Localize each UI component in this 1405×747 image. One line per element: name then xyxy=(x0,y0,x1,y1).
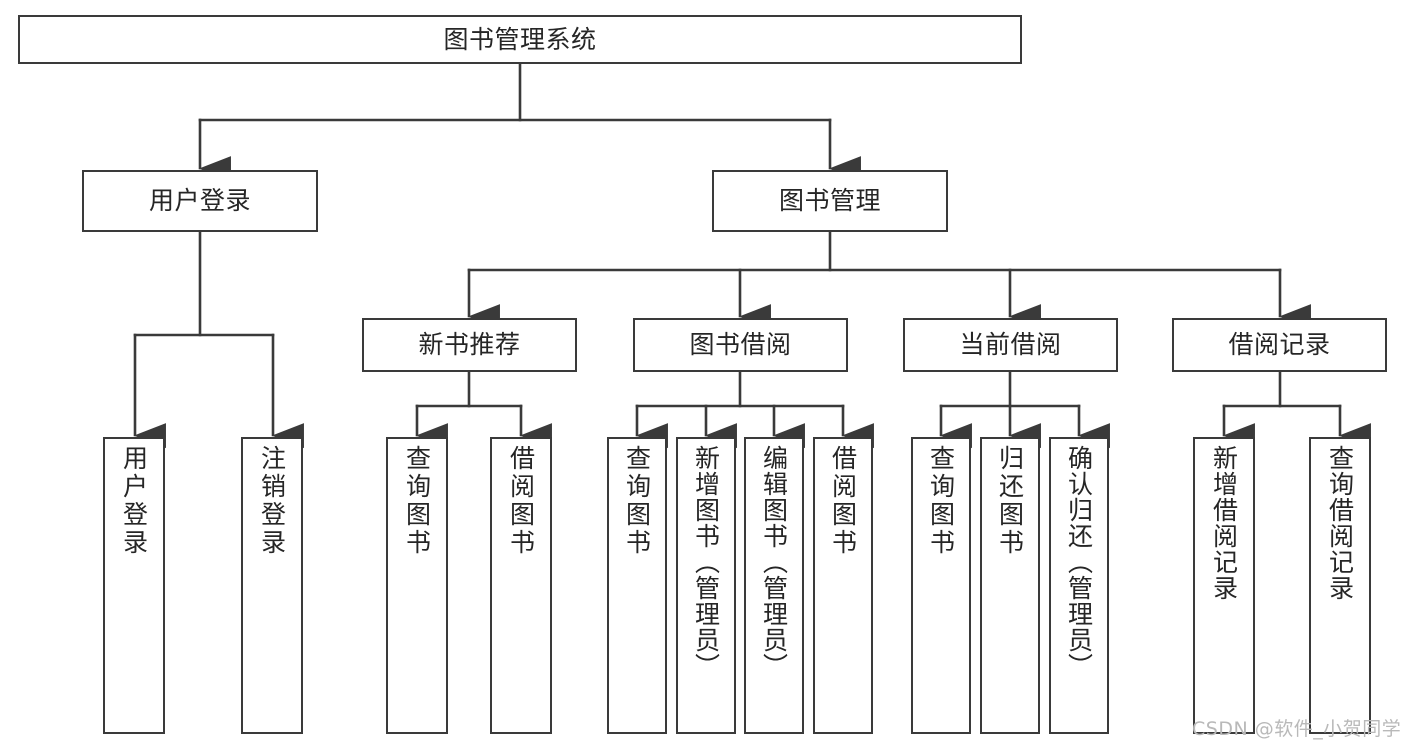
leaf-query-borrow-record[interactable]: 查询借阅记录 xyxy=(1309,437,1371,734)
leaf-user-login[interactable]: 用户登录 xyxy=(103,437,165,734)
node-label: 查询图书 xyxy=(402,445,432,557)
node-current-borrow[interactable]: 当前借阅 xyxy=(903,318,1118,372)
node-label: 查询借阅记录 xyxy=(1325,445,1355,601)
node-label: 归还图书 xyxy=(995,445,1025,557)
leaf-confirm-return-admin[interactable]: 确认归还（管理员） xyxy=(1049,437,1109,734)
node-label: 图书借阅 xyxy=(689,330,792,360)
node-label: 用户登录 xyxy=(148,186,251,216)
leaf-query-book-borrow[interactable]: 查询图书 xyxy=(607,437,667,734)
node-label: 查询图书 xyxy=(622,445,652,557)
node-label: 借阅图书 xyxy=(506,445,536,557)
leaf-borrow-book[interactable]: 借阅图书 xyxy=(813,437,873,734)
node-label: 编辑图书（管理员） xyxy=(759,445,789,679)
node-label: 新增图书（管理员） xyxy=(691,445,721,679)
leaf-return-book[interactable]: 归还图书 xyxy=(980,437,1040,734)
leaf-logout[interactable]: 注销登录 xyxy=(241,437,303,734)
leaf-query-book-current[interactable]: 查询图书 xyxy=(911,437,971,734)
watermark-csdn: CSDN @软件_小贺同学 xyxy=(1192,718,1402,740)
node-label: 图书管理系统 xyxy=(443,24,597,54)
node-label: 确认归还（管理员） xyxy=(1064,445,1094,679)
leaf-borrow-book-recommend[interactable]: 借阅图书 xyxy=(490,437,552,734)
node-root-book-system[interactable]: 图书管理系统 xyxy=(18,15,1022,64)
node-label: 当前借阅 xyxy=(959,330,1062,360)
leaf-add-borrow-record[interactable]: 新增借阅记录 xyxy=(1193,437,1255,734)
node-new-book-recommend[interactable]: 新书推荐 xyxy=(362,318,577,372)
node-book-borrow[interactable]: 图书借阅 xyxy=(633,318,848,372)
node-label: 新增借阅记录 xyxy=(1209,445,1239,601)
node-borrow-record[interactable]: 借阅记录 xyxy=(1172,318,1387,372)
node-label: 注销登录 xyxy=(257,445,287,557)
node-label: 用户登录 xyxy=(119,445,149,557)
node-label: 新书推荐 xyxy=(418,330,521,360)
node-book-manage[interactable]: 图书管理 xyxy=(712,170,948,232)
leaf-edit-book-admin[interactable]: 编辑图书（管理员） xyxy=(744,437,804,734)
leaf-query-book-recommend[interactable]: 查询图书 xyxy=(386,437,448,734)
leaf-add-book-admin[interactable]: 新增图书（管理员） xyxy=(676,437,736,734)
node-label: 图书管理 xyxy=(778,186,881,216)
node-label: 借阅图书 xyxy=(828,445,858,557)
node-label: 查询图书 xyxy=(926,445,956,557)
node-user-login[interactable]: 用户登录 xyxy=(82,170,318,232)
node-label: 借阅记录 xyxy=(1228,330,1331,360)
